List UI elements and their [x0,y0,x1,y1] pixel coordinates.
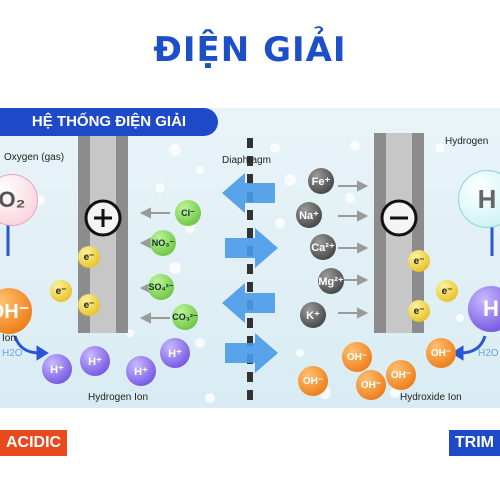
cation: Ca²⁺ [310,234,336,260]
anion: NO₃⁻ [150,230,176,256]
o2-molecule: O₂ [0,174,38,226]
hydrogen-ion: H⁺ [126,356,156,386]
anion: SO₄²⁻ [148,274,174,300]
hydrogen-ion: H⁺ [42,354,72,384]
electron: e⁻ [408,250,430,272]
electrolysis-diagram: Oxygen (gas) Hydrogen Diaphragm Hydrogen… [0,108,500,408]
system-banner: HỆ THỐNG ĐIỆN GIẢI [0,108,218,136]
electron: e⁻ [78,246,100,268]
water-label-right: H2O [478,348,499,359]
hydroxide-ion: OH⁻ [298,366,328,396]
acidic-label: ACIDIC [0,430,68,456]
anion: CO₃²⁻ [172,304,198,330]
cation: K⁺ [300,302,326,328]
cation: Fe⁺ [308,168,334,194]
hydroxide-ion: OH⁻ [356,370,386,400]
oxygen-gas-label: Oxygen (gas) [4,152,65,163]
trim-label: TRIM [448,430,500,456]
hydrogen-ion-label: Hydrogen Ion [88,392,149,403]
diaphragm-label: Diaphragm [222,155,271,166]
electron: e⁻ [408,300,430,322]
hydrogen-ion: H⁺ [80,346,110,376]
cation: Na⁺ [296,202,322,228]
ion-label-left: Ion [2,333,16,344]
h2-molecule: H [458,170,500,228]
hydroxide-ion: OH⁻ [426,338,456,368]
hydrogen-ion: H⁺ [160,338,190,368]
cation: Mg²⁺ [318,268,344,294]
electron: e⁻ [436,280,458,302]
hydrogen-gas-label: Hydrogen [445,136,489,147]
flow-arrows [222,173,278,373]
h-molecule-large: H [468,286,500,332]
page-title: ĐIỆN GIẢI [153,30,347,70]
electron: e⁻ [50,280,72,302]
electron: e⁻ [78,294,100,316]
anion: Cl⁻ [175,200,201,226]
bubbles [35,141,464,403]
hydroxide-ion: OH⁻ [386,360,416,390]
hydroxide-ion-label: Hydroxide Ion [400,392,462,403]
hydroxide-ion: OH⁻ [342,342,372,372]
water-label-left: H2O [2,348,23,359]
